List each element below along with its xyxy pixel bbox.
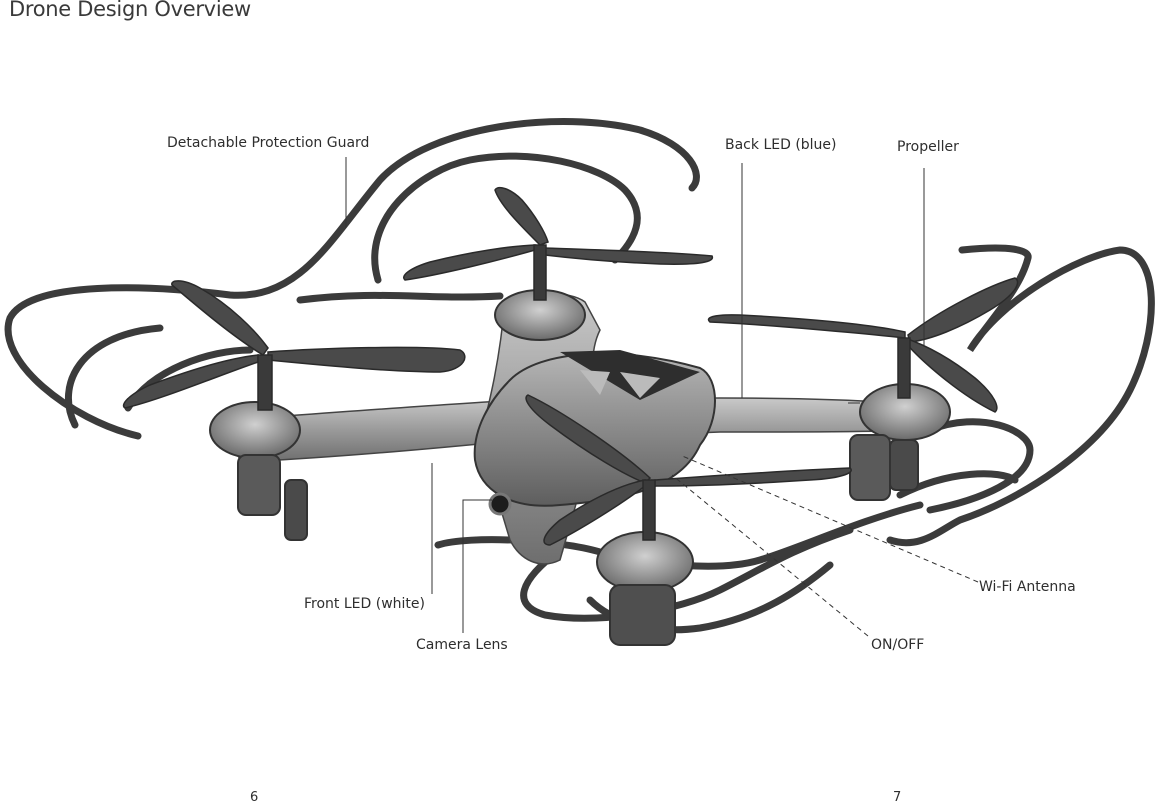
label-propeller: Propeller — [897, 139, 959, 155]
propeller-front-left — [525, 394, 852, 546]
propeller-rear-right — [403, 187, 714, 301]
label-back-led: Back LED (blue) — [725, 137, 837, 153]
label-camera-lens: Camera Lens — [416, 637, 508, 653]
label-on-off: ON/OFF — [871, 637, 925, 653]
page-number-left: 6 — [250, 790, 259, 805]
label-wifi-antenna: Wi-Fi Antenna — [979, 579, 1076, 595]
page-title: Drone Design Overview — [9, 0, 251, 21]
motor-pods — [209, 289, 951, 646]
leader-camera-lens — [462, 499, 492, 633]
camera-lens-graphic — [488, 492, 512, 516]
guard-right — [886, 244, 1155, 547]
propeller-front-right — [707, 277, 1019, 413]
propeller-rear-left — [122, 280, 466, 411]
guard-top — [371, 152, 641, 284]
propellers — [122, 187, 1019, 546]
leader-onoff — [671, 474, 869, 637]
label-detachable-protection-guard: Detachable Protection Guard — [167, 135, 370, 151]
page-number-right: 7 — [893, 790, 902, 805]
leader-lines — [345, 157, 979, 637]
guard-rear-left — [4, 118, 700, 440]
label-front-led: Front LED (white) — [304, 596, 425, 612]
